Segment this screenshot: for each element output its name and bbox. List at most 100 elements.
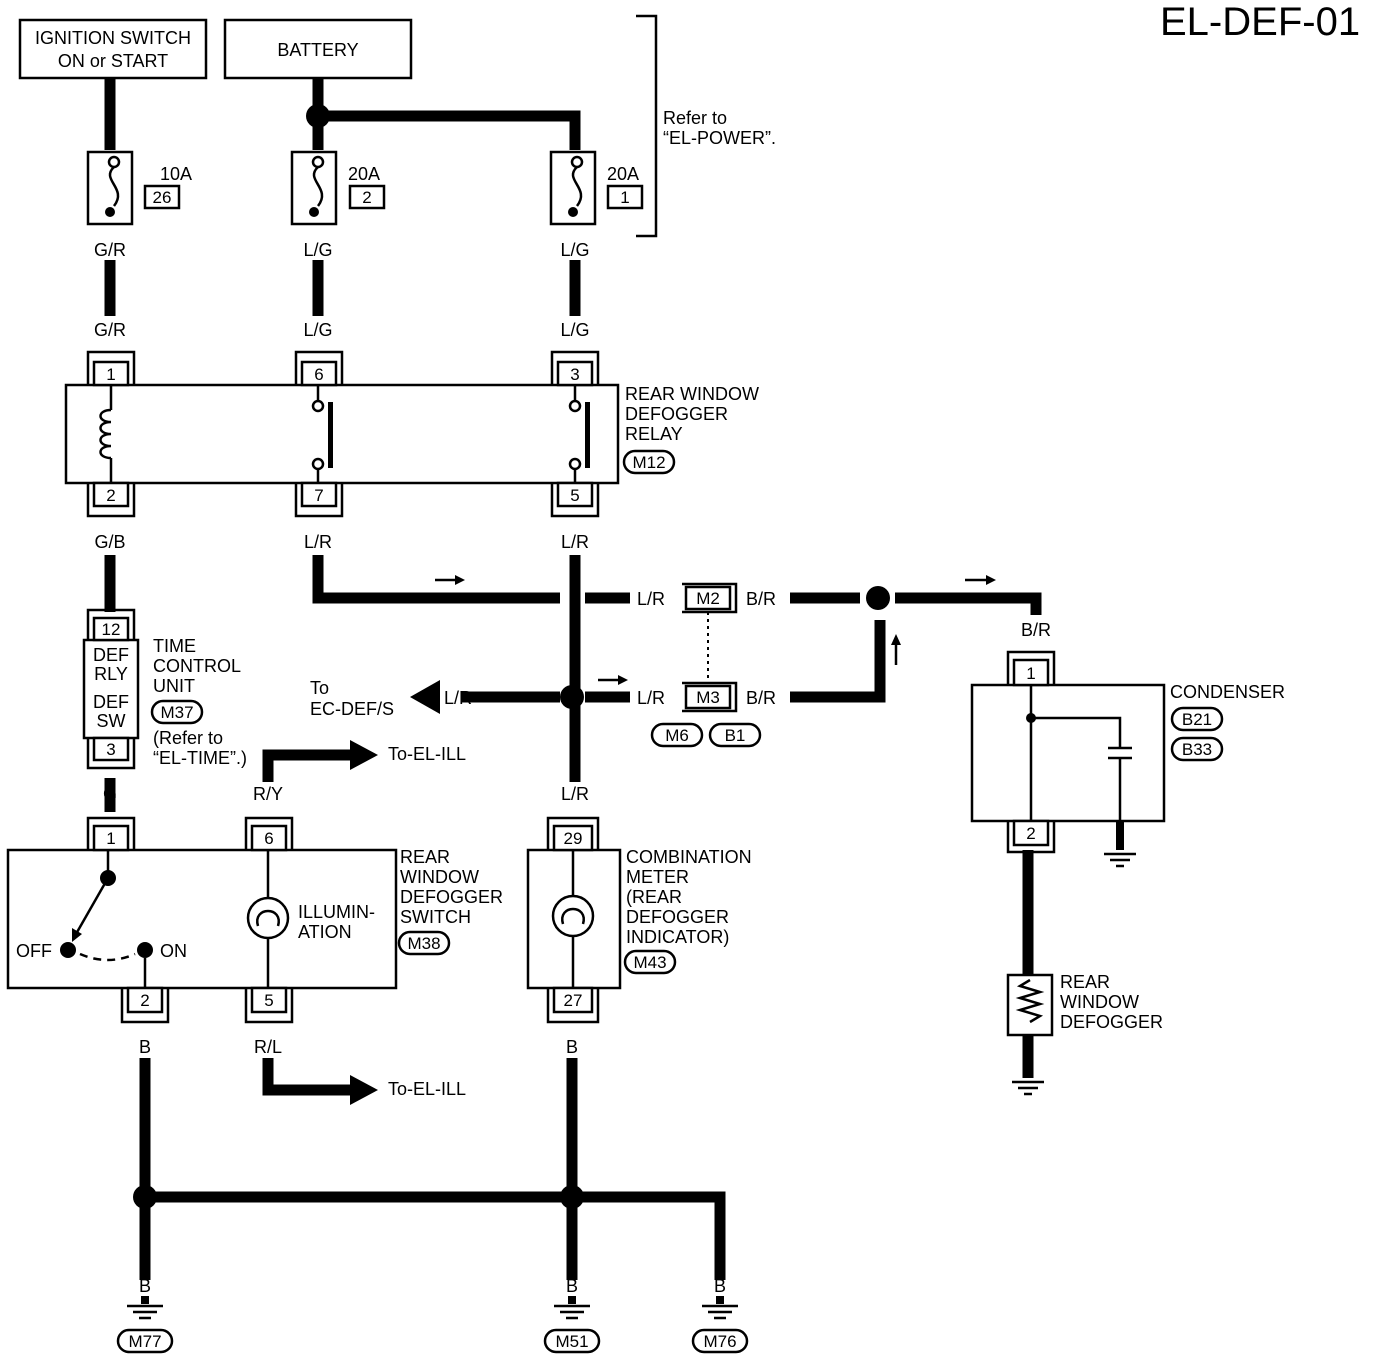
wire-color: L/R xyxy=(444,688,472,708)
illum-label: ILLUMIN- xyxy=(298,902,375,922)
pin-number: 1 xyxy=(106,829,115,848)
to-ec-label: To xyxy=(310,678,329,698)
defogger-label: REAR xyxy=(1060,972,1110,992)
fuse-rating: 10A xyxy=(160,164,192,184)
wire-color: B/R xyxy=(1021,620,1051,640)
to-el-ill-label: To-EL-ILL xyxy=(388,1079,466,1099)
connector-id: M12 xyxy=(632,453,665,472)
wire-color: G/R xyxy=(94,320,126,340)
connector-id: M76 xyxy=(703,1332,736,1351)
wire-color: L/R xyxy=(304,532,332,552)
pin-number: 1 xyxy=(1026,664,1035,683)
heater-element-icon xyxy=(1015,978,1045,1024)
ignition-label-1: IGNITION SWITCH xyxy=(35,28,191,48)
pin-number: 12 xyxy=(102,620,121,639)
tcu-inner: SW xyxy=(97,711,126,731)
meter-label: METER xyxy=(626,867,689,887)
current-flow-arrows-icon xyxy=(435,575,996,685)
wire-color: B xyxy=(139,1037,151,1057)
wire-color: B xyxy=(566,1037,578,1057)
connector-id: M51 xyxy=(555,1332,588,1351)
meter-label: COMBINATION xyxy=(626,847,752,867)
connector-id: M2 xyxy=(696,589,720,608)
fuse-number: 1 xyxy=(620,188,629,207)
ground-icon xyxy=(127,1304,163,1320)
pin-number: 2 xyxy=(106,486,115,505)
pin-number: 1 xyxy=(106,365,115,384)
switch-off-label: OFF xyxy=(16,941,52,961)
ground-icon xyxy=(702,1304,738,1320)
refer-power-2: “EL-POWER”. xyxy=(663,128,776,148)
page-title: EL-DEF-01 xyxy=(1160,0,1360,44)
switch-on-label: ON xyxy=(160,941,187,961)
defogger-label: DEFOGGER xyxy=(1060,1012,1163,1032)
indicator-lamp-icon xyxy=(551,850,595,988)
tcu-inner: RLY xyxy=(94,664,128,684)
connector-id: B33 xyxy=(1182,740,1212,759)
wire-color: B/R xyxy=(746,589,776,609)
combination-meter: 29 27 COMBINATION METER (REAR DEFOGGER I… xyxy=(526,816,752,1024)
wiring xyxy=(104,78,1042,1280)
connector-id: M37 xyxy=(160,703,193,722)
switch-label: WINDOW xyxy=(400,867,479,887)
wire-color: B/R xyxy=(746,688,776,708)
battery-box: BATTERY xyxy=(223,18,413,80)
wire-color: G/B xyxy=(94,532,125,552)
ground-icon xyxy=(554,1304,590,1320)
wire-color: B xyxy=(566,1276,578,1296)
pin-number: 3 xyxy=(570,365,579,384)
wire-color: R/Y xyxy=(253,784,283,804)
relay-label: DEFOGGER xyxy=(625,404,728,424)
switch-contact-icon xyxy=(60,850,153,988)
splice-battery xyxy=(306,104,330,128)
fuse-26: 10A 26 xyxy=(86,150,192,226)
pin-number: 6 xyxy=(314,365,323,384)
wire-color: L/R xyxy=(561,784,589,804)
connector-id: M43 xyxy=(633,953,666,972)
wire-color: G/R xyxy=(94,240,126,260)
ground-m51: B M51 xyxy=(543,1276,601,1354)
ground-icon xyxy=(1012,1080,1044,1096)
battery-label: BATTERY xyxy=(277,40,358,60)
relay-coil-icon xyxy=(99,385,113,483)
connector-id: M6 xyxy=(665,726,689,745)
arrow-to-el-ill-bottom-icon xyxy=(350,1075,378,1105)
wire-color: L/G xyxy=(560,320,589,340)
tcu-label: TIME xyxy=(153,636,196,656)
arrow-to-ec-icon xyxy=(410,680,440,714)
connector-id: M38 xyxy=(407,934,440,953)
tcu-refer: (Refer to xyxy=(153,728,223,748)
condenser: B/R 1 2 CONDENSER B21 B33 xyxy=(970,620,1285,868)
rear-window-defogger: REAR WINDOW DEFOGGER xyxy=(1006,972,1163,1096)
pin-number: 7 xyxy=(314,486,323,505)
rear-window-defogger-relay: 1 6 3 2 7 5 REAR WINDOW DEFOGGER RELAY M… xyxy=(64,350,759,518)
pin-number: 3 xyxy=(106,740,115,759)
meter-label: DEFOGGER xyxy=(626,907,729,927)
pin-number: 29 xyxy=(564,829,583,848)
relay-label: RELAY xyxy=(625,424,683,444)
capacitor-icon xyxy=(1026,685,1132,821)
condenser-label: CONDENSER xyxy=(1170,682,1285,702)
wire-color: L/G xyxy=(303,240,332,260)
defogger-label: WINDOW xyxy=(1060,992,1139,1012)
wire-color: R/L xyxy=(254,1037,282,1057)
ground-icon xyxy=(1104,821,1136,868)
ground-m76: B M76 xyxy=(691,1276,749,1354)
switch-label: REAR xyxy=(400,847,450,867)
pin-number: 2 xyxy=(140,991,149,1010)
ignition-switch-box: IGNITION SWITCH ON or START xyxy=(18,18,208,80)
switch-label: DEFOGGER xyxy=(400,887,503,907)
wire-color: L/G xyxy=(560,240,589,260)
time-control-unit: 12 3 DEF RLY DEF SW TIME CONTROL UNIT M3… xyxy=(82,608,247,770)
connector-id: B21 xyxy=(1182,710,1212,729)
connector-id: B1 xyxy=(725,726,746,745)
wire-labels-top: G/R L/G L/G G/R L/G L/G xyxy=(94,240,590,340)
wire-color: G xyxy=(103,784,117,804)
wire-color: L/R xyxy=(637,589,665,609)
ignition-label-2: ON or START xyxy=(58,51,168,71)
arrows xyxy=(350,575,996,1105)
wire-color: B xyxy=(714,1276,726,1296)
illumination-lamp-icon xyxy=(246,850,290,988)
illum-label: ATION xyxy=(298,922,352,942)
